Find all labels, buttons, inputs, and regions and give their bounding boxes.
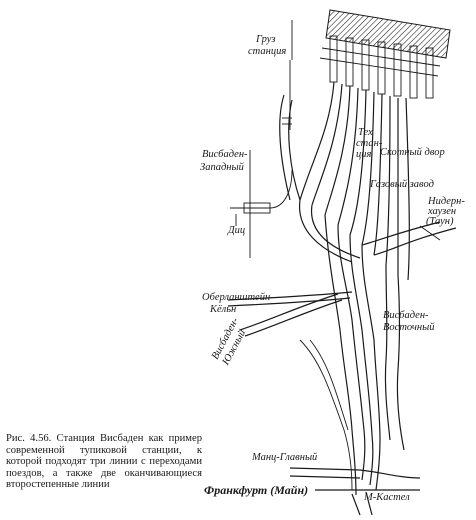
label-wiesbaden-west: Висбаден- Западный [200, 149, 250, 173]
label-gas-plant: Газовый завод [369, 179, 434, 190]
label-niedernhausen: Нидерн- хаузен (Таун) [426, 196, 468, 227]
label-cattle-yard: Скотный двор [380, 147, 445, 158]
label-mainz-main: Манц-Главный [251, 452, 318, 463]
label-mainz-kastel: М-Кастел [363, 492, 410, 503]
lower-track-bundle [324, 214, 405, 496]
station-building [325, 9, 451, 59]
figure-caption: Рис. 4.56. Станция Висбаден как пример с… [6, 433, 202, 491]
label-oberlahnstein: Оберланштейн- Кёльн [202, 292, 276, 315]
label-frankfurt: Франкфурт (Майн) [204, 483, 308, 497]
west-lower-branches [227, 291, 353, 491]
label-freight-station: Груз станция [248, 34, 286, 57]
main-track-bundle [299, 81, 410, 281]
freight-station-marks [282, 20, 293, 130]
west-loop [230, 94, 361, 263]
niedernhausen-branch [361, 221, 457, 256]
label-dietz: Диц [227, 225, 245, 236]
label-wiesbaden-east: Висбаден- Восточный [383, 310, 435, 333]
label-wiesbaden-south: Висбаден- Южный [209, 314, 252, 368]
south-exits [289, 467, 421, 516]
label-tech-station: Тех стан- ция [356, 127, 385, 160]
